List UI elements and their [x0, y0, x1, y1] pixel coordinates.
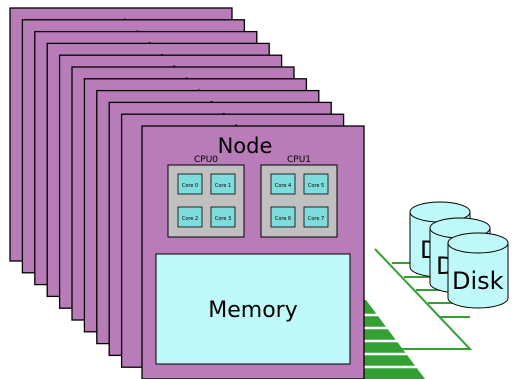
- core-1: [210, 173, 236, 195]
- front-node: Node CPU0 Core 0 Core 1 Core 2 Core 3 CP…: [141, 125, 365, 379]
- core-2-label: Core 2: [182, 216, 198, 222]
- core-7: [303, 206, 329, 228]
- cpu-1-label: CPU1: [287, 155, 311, 165]
- core-0-label: Core 0: [182, 183, 198, 189]
- core-1-label: Core 1: [215, 183, 231, 189]
- cpu-1: CPU1 Core 4 Core 5 Core 6 Core 7: [260, 155, 338, 238]
- core-6-label: Core 6: [275, 216, 291, 222]
- core-6: [270, 206, 296, 228]
- core-3-label: Core 3: [215, 216, 231, 222]
- core-3: [210, 206, 236, 228]
- cpu-0: CPU0 Core 0 Core 1 Core 2 Core 3: [167, 155, 245, 238]
- core-4: [270, 173, 296, 195]
- node-title: Node: [218, 134, 273, 158]
- core-7-label: Core 7: [308, 216, 324, 222]
- core-2: [177, 206, 203, 228]
- disk-2-label: Disk: [452, 267, 504, 295]
- core-5-label: Core 5: [308, 183, 324, 189]
- disk-2: Disk: [447, 232, 509, 309]
- core-5: [303, 173, 329, 195]
- cpu-0-label: CPU0: [194, 155, 218, 165]
- network-ladder: [330, 248, 473, 379]
- memory-label: Memory: [208, 298, 297, 323]
- core-4-label: Core 4: [275, 183, 291, 189]
- core-0: [177, 173, 203, 195]
- memory-block: [155, 253, 351, 365]
